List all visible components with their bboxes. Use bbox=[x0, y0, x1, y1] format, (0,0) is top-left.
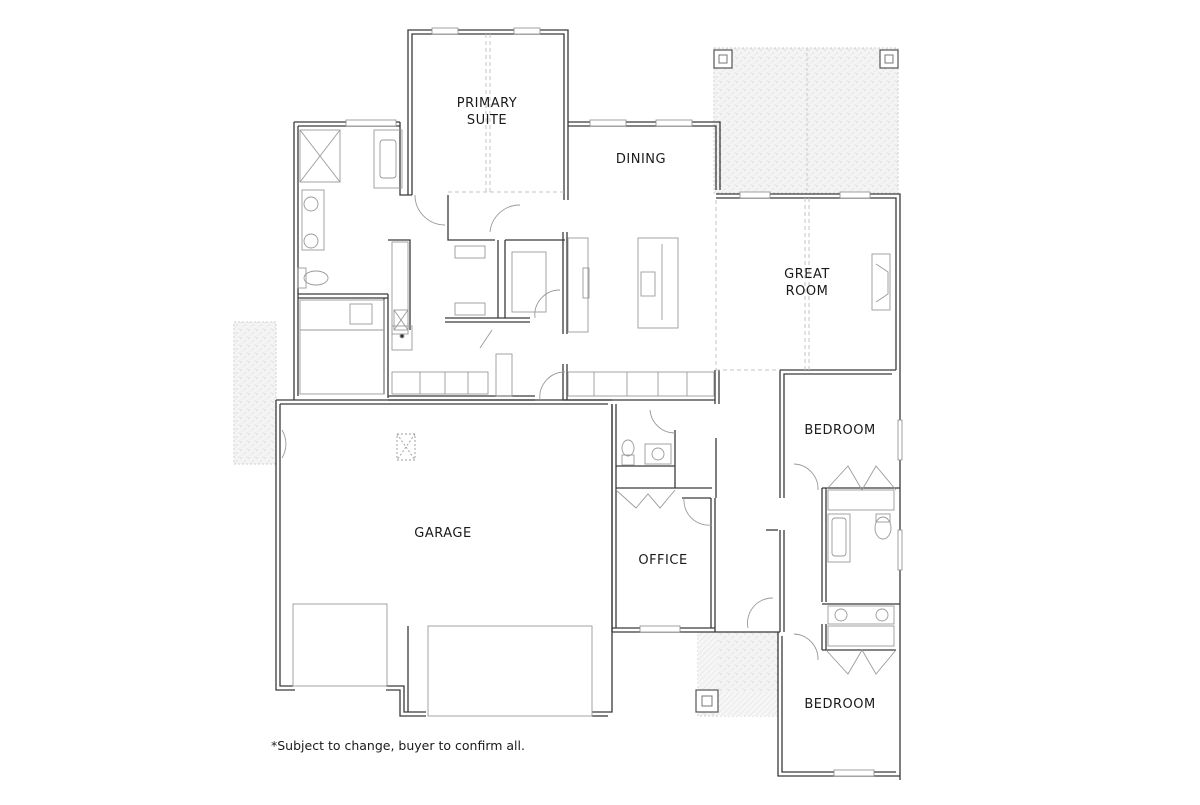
dashed-lines bbox=[448, 34, 810, 371]
room-label-great-room: GREAT ROOM bbox=[784, 267, 830, 299]
room-label-bedroom-1: BEDROOM bbox=[804, 423, 876, 438]
side-patio bbox=[233, 321, 277, 465]
covered-patio bbox=[713, 47, 899, 194]
room-label-office: OFFICE bbox=[638, 553, 688, 568]
windows bbox=[345, 27, 903, 777]
fixtures bbox=[292, 129, 897, 717]
disclaimer-note: *Subject to change, buyer to confirm all… bbox=[271, 738, 525, 753]
doors bbox=[281, 194, 819, 661]
room-label-bedroom-2: BEDROOM bbox=[804, 697, 876, 712]
room-label-garage: GARAGE bbox=[414, 526, 472, 541]
room-label-primary-suite: PRIMARY SUITE bbox=[456, 96, 518, 128]
room-label-dining: DINING bbox=[615, 152, 667, 167]
front-porch bbox=[695, 631, 779, 717]
